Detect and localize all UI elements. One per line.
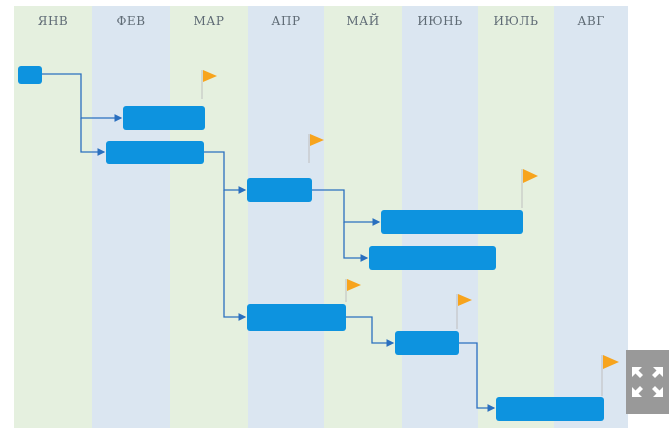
month-label: АПР [271, 14, 301, 28]
month-column-mar: МАР [170, 6, 248, 428]
task-bar[interactable] [369, 246, 496, 270]
gantt-chart: ЯНВ ФЕВ МАР АПР МАЙ ИЮНЬ ИЮЛЬ АВГ [14, 6, 628, 428]
milestone-flag-icon [308, 134, 324, 163]
connector-t3-t4 [204, 151, 247, 194]
month-column-apr: АПР [248, 6, 324, 428]
connector-t4-t5 [312, 189, 381, 226]
task-bar[interactable] [106, 141, 204, 164]
connector-t1-t2 [42, 73, 123, 122]
task-bar[interactable] [381, 210, 523, 234]
month-label: ЯНВ [37, 14, 69, 28]
month-column-aug: АВГ [554, 6, 628, 428]
milestone-flag-icon [521, 169, 538, 208]
expand-button[interactable] [626, 350, 669, 414]
connector-t8-t9 [459, 342, 496, 412]
task-bar[interactable] [123, 106, 205, 130]
connector-t7-t8 [346, 316, 395, 347]
month-label: ИЮЛЬ [493, 14, 539, 28]
task-bar[interactable] [496, 397, 604, 421]
milestone-flag-icon [201, 70, 217, 99]
month-label: ФЕВ [116, 14, 146, 28]
month-label: МАЙ [346, 14, 380, 28]
task-bar[interactable] [395, 331, 459, 355]
task-bar[interactable] [18, 66, 42, 84]
task-bar[interactable] [247, 304, 346, 331]
connector-t1-t3 [80, 118, 106, 156]
connector-t4-t6 [343, 222, 369, 262]
milestone-flag-icon [456, 294, 472, 329]
milestone-flag-icon [345, 279, 361, 302]
month-label: ИЮНЬ [417, 14, 463, 28]
month-label: МАР [193, 14, 225, 28]
month-column-feb: ФЕВ [92, 6, 170, 428]
task-bar[interactable] [247, 178, 312, 202]
milestone-flags [201, 70, 619, 396]
dependency-connectors [42, 70, 619, 412]
month-label: АВГ [577, 14, 605, 28]
expand-arrows-icon [632, 367, 663, 397]
milestone-flag-icon [601, 355, 619, 396]
connector-t3-t7 [223, 190, 247, 321]
